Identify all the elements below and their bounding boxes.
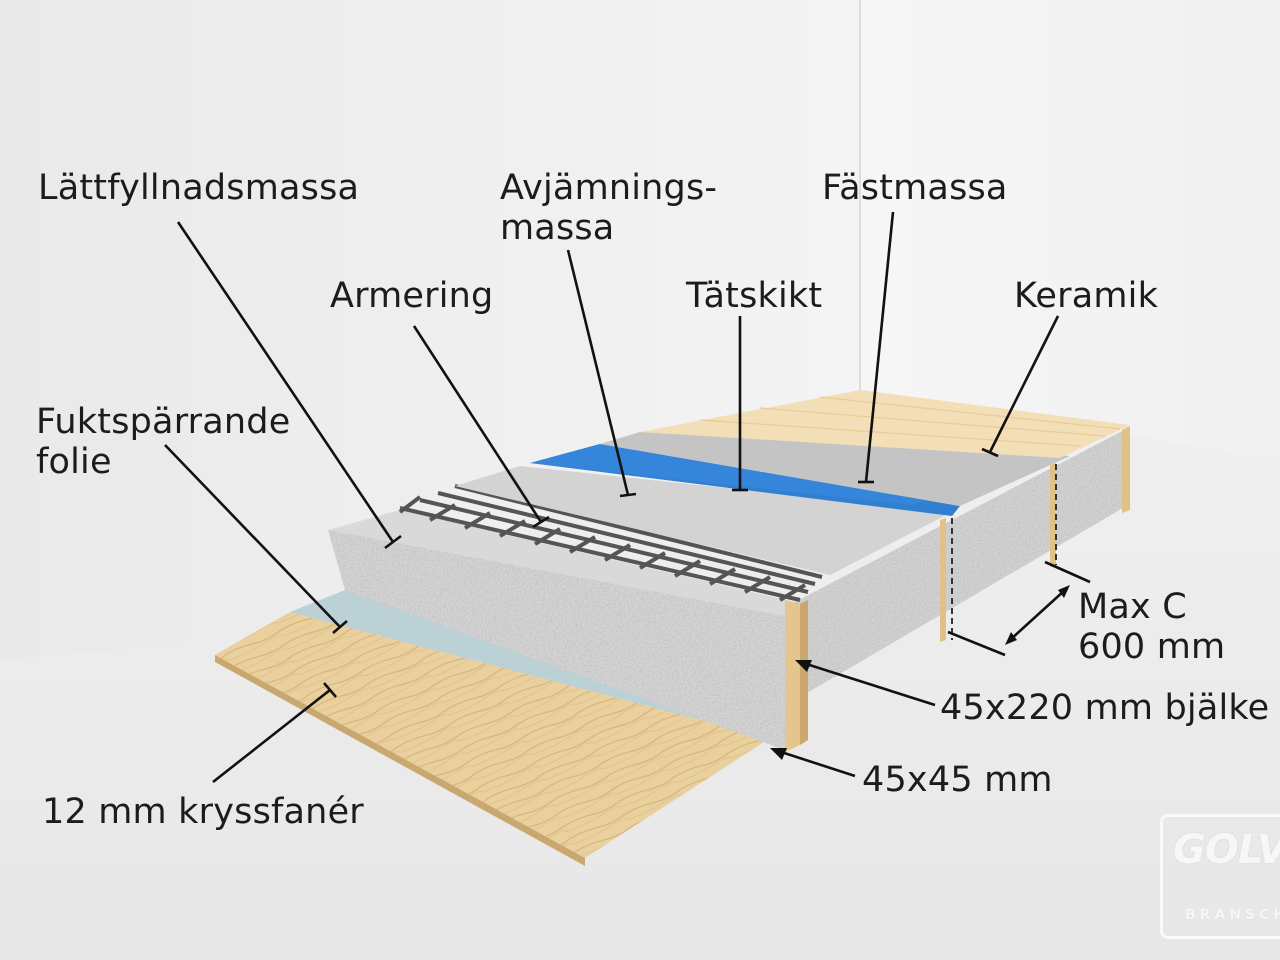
beam-2 [940,518,946,642]
back-wall-right [860,0,1280,460]
label-max-cc: Max C 600 mm [1078,587,1225,667]
label-maxc-line2: 600 mm [1078,627,1226,667]
label-beam: 45x220 mm bjälke [940,688,1270,728]
label-maxc-line1: Max C [1078,587,1187,627]
label-levelling-line2: massa [500,208,615,248]
reinforcement-mesh [398,484,823,602]
logo-subtitle: BRANSCHEN [1185,907,1280,923]
label-waterproof-membrane: Tätskikt [686,276,823,316]
dimension-arrows [770,560,1091,778]
label-levelling-compound: Avjämnings- massa [500,168,717,248]
back-wall-left [0,0,860,660]
label-vapor-barrier: Fuktspärrande folie [36,402,290,482]
beam-3 [1050,463,1056,567]
lightweight-fill-top [328,510,795,616]
front-beam [785,600,800,752]
label-vapor-line1: Fuktspärrande [36,402,291,442]
label-levelling-line1: Avjämnings- [500,168,718,208]
label-tile-adhesive: Fästmassa [822,168,1008,208]
label-plywood: 12 mm kryssfanér [42,792,364,832]
logo-brand-text: GOLV [1173,827,1280,873]
levelling-compound [455,466,952,575]
label-ceramic: Keramik [1014,276,1159,316]
brand-logo: GOLV BRANSCHEN [1160,814,1280,939]
leader-lines [164,211,1060,784]
label-lightweight-fill: Lättfyllnadsmassa [38,168,360,208]
label-vapor-line2: folie [36,442,112,482]
plywood-sheet [215,612,770,858]
label-reinforcement: Armering [330,276,494,316]
label-batten: 45x45 mm [862,760,1053,800]
beam-4 [1122,426,1130,513]
